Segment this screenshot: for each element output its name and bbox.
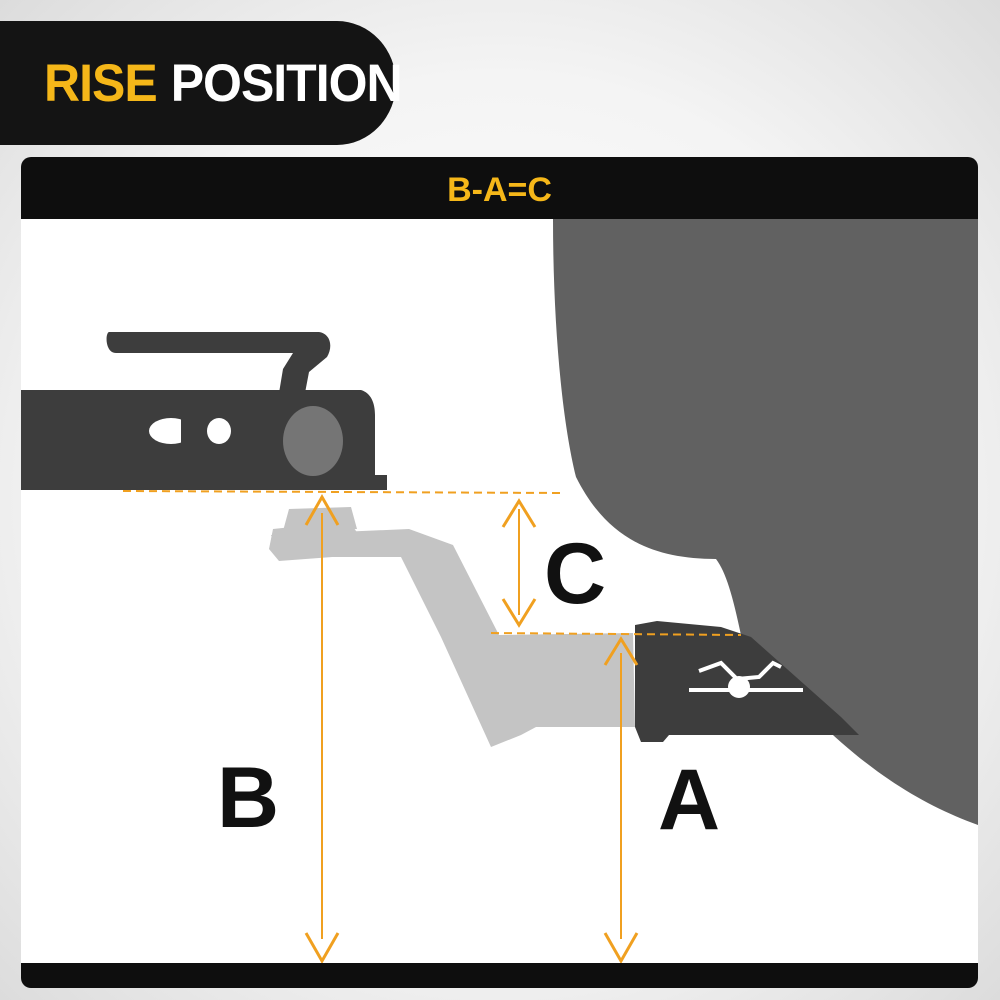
formula-text: B-A=C: [447, 170, 552, 209]
title-accent-word: RISE: [44, 53, 158, 113]
vehicle-body: [553, 219, 978, 825]
dimension-b-arrow: [304, 493, 340, 965]
ball-top-reference-line: [122, 490, 562, 494]
hitch-ball: [283, 406, 343, 476]
title-main-word: POSITION: [170, 53, 403, 113]
receiver-pin-icon: [689, 660, 803, 698]
dimension-c-label: C: [544, 526, 606, 622]
dimension-c-arrow: [501, 498, 537, 628]
diagram-frame: B A C B-A=C: [21, 157, 978, 988]
formula-banner: B-A=C: [21, 157, 978, 219]
ball-mount-platform: [269, 521, 363, 561]
hitch-diagram: B A C: [21, 219, 978, 965]
receiver-top-reference-line: [490, 632, 742, 636]
frame-footer-bar: [21, 963, 978, 988]
ball-mount-neck: [283, 507, 357, 531]
dimension-b-label: B: [217, 750, 279, 846]
dimension-a-arrow: [603, 636, 639, 965]
coupler-latch: [106, 332, 331, 393]
tongue-slot-icon: [149, 415, 231, 447]
title-tab: RISE POSITION: [0, 21, 403, 145]
ball-mount: [271, 529, 635, 747]
dimension-a-label: A: [658, 752, 720, 848]
